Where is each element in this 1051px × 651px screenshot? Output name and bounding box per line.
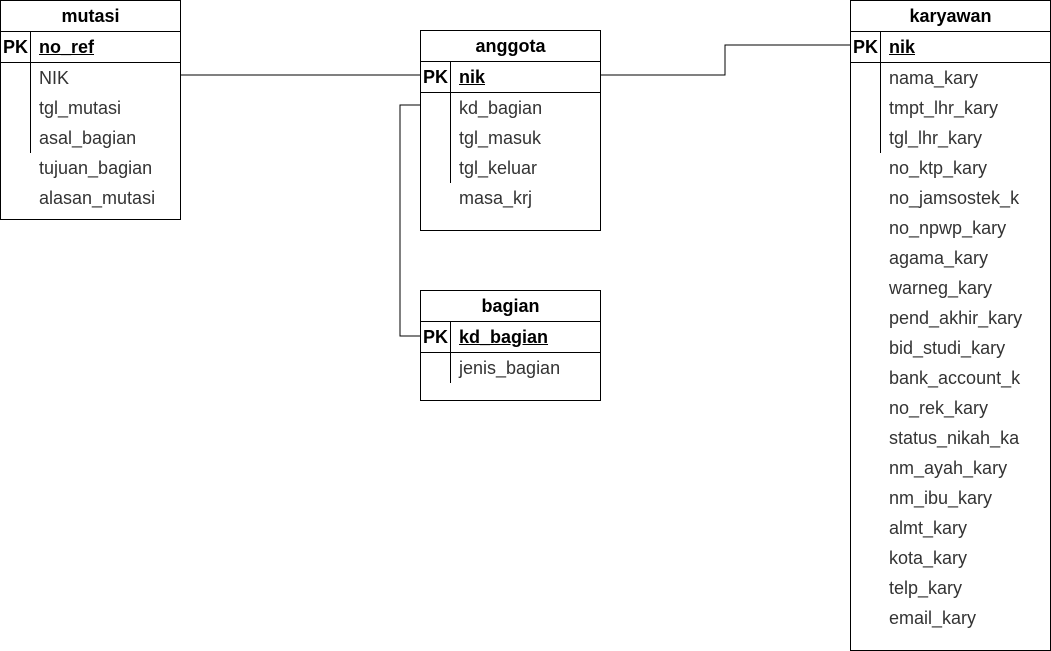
attribute-row[interactable]: kota_kary [889, 548, 968, 568]
attribute-row[interactable]: tgl_mutasi [39, 98, 122, 118]
pk-label: PK [421, 322, 451, 352]
primary-key-row[interactable]: PK nik [421, 62, 600, 93]
pk-field-name: nik [459, 67, 486, 87]
entity-title: anggota [421, 31, 600, 62]
attribute-row[interactable]: pend_akhir_kary [889, 308, 1023, 328]
primary-key-row[interactable]: PK nik [851, 32, 1050, 63]
attribute-list: jenis_bagian [421, 353, 600, 383]
attribute-row[interactable]: tgl_lhr_kary [889, 128, 983, 148]
pk-field-name: nik [889, 37, 916, 57]
column-divider [450, 93, 451, 183]
attribute-row[interactable]: email_kary [889, 608, 977, 628]
attribute-row[interactable]: bank_account_k [889, 368, 1021, 388]
attribute-row[interactable]: warneg_kary [889, 278, 993, 298]
attribute-row[interactable]: no_jamsostek_k [889, 188, 1020, 208]
attribute-row[interactable]: masa_krj [459, 188, 533, 208]
attribute-row[interactable]: nm_ayah_kary [889, 458, 1008, 478]
attribute-row[interactable]: no_ktp_kary [889, 158, 988, 178]
pk-label: PK [1, 32, 31, 62]
attribute-row[interactable]: alasan_mutasi [39, 188, 156, 208]
attribute-row[interactable]: no_rek_kary [889, 398, 989, 418]
attribute-row[interactable]: jenis_bagian [459, 358, 561, 378]
attribute-list: kd_bagian tgl_masuk tgl_keluar masa_krj [421, 93, 600, 213]
column-divider [880, 63, 881, 153]
pk-label: PK [851, 32, 881, 62]
column-divider [30, 63, 31, 153]
anggota-bagian-connector [399, 104, 420, 337]
attribute-list: nama_kary tmpt_lhr_kary tgl_lhr_kary no_ktp… [851, 63, 1050, 633]
attribute-row[interactable]: tgl_keluar [459, 158, 538, 178]
attribute-row[interactable]: tgl_masuk [459, 128, 542, 148]
attribute-row[interactable]: telp_kary [889, 578, 963, 598]
column-divider [450, 353, 451, 383]
attribute-row[interactable]: nm_ibu_kary [889, 488, 993, 508]
entity-title: mutasi [1, 1, 180, 32]
primary-key-row[interactable]: PK no_ref [1, 32, 180, 63]
attribute-row[interactable]: tmpt_lhr_kary [889, 98, 999, 118]
entity-title: bagian [421, 291, 600, 322]
attribute-row[interactable]: status_nikah_ka [889, 428, 1020, 448]
attribute-row[interactable]: bid_studi_kary [889, 338, 1006, 358]
attribute-row[interactable]: NIK [39, 68, 70, 88]
attribute-row[interactable]: tujuan_bagian [39, 158, 153, 178]
pk-label: PK [421, 62, 451, 92]
attribute-row[interactable]: almt_kary [889, 518, 968, 538]
pk-field-name: kd_bagian [459, 327, 549, 347]
pk-field-name: no_ref [39, 37, 95, 57]
attribute-row[interactable]: nama_kary [889, 68, 979, 88]
attribute-row[interactable]: no_npwp_kary [889, 218, 1007, 238]
attribute-row[interactable]: asal_bagian [39, 128, 137, 148]
entity-title: karyawan [851, 1, 1050, 32]
primary-key-row[interactable]: PK kd_bagian [421, 322, 600, 353]
anggota-karyawan-connector [600, 44, 850, 76]
attribute-row[interactable]: kd_bagian [459, 98, 543, 118]
attribute-row[interactable]: agama_kary [889, 248, 989, 268]
